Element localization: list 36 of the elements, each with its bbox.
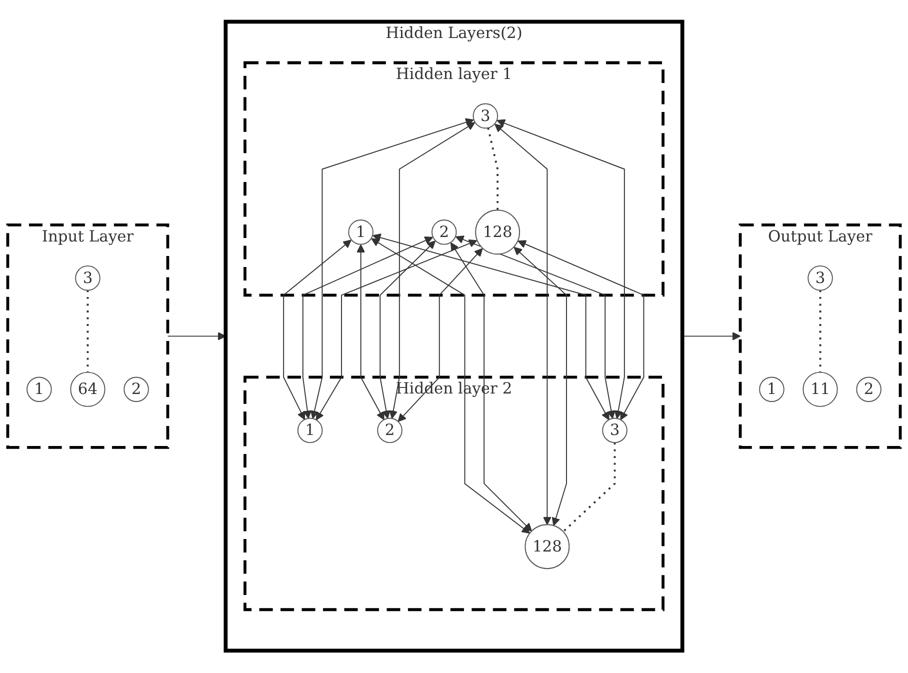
arrow — [389, 122, 476, 420]
arrow — [372, 234, 610, 420]
arrow — [371, 238, 530, 534]
node-circle: 1 — [759, 377, 784, 402]
arrow — [302, 236, 434, 420]
connector — [562, 442, 616, 533]
arrow — [518, 240, 644, 420]
arrow — [398, 248, 483, 422]
node-circle: 3 — [808, 266, 833, 292]
arrow — [316, 240, 478, 421]
arrow — [514, 247, 567, 526]
connector — [819, 290, 822, 373]
node-circle: 1 — [297, 418, 323, 444]
arrow — [494, 124, 552, 526]
node-circle: 2 — [124, 377, 149, 402]
node-circle: 1 — [26, 377, 52, 402]
node-circle: 3 — [602, 418, 628, 444]
arrow — [310, 118, 474, 420]
node-circle: 128 — [475, 210, 520, 255]
node-circle: 11 — [802, 372, 838, 408]
arrow — [496, 120, 625, 420]
arrow — [455, 236, 616, 420]
node-circle: 1 — [348, 220, 374, 246]
node-circle: 2 — [856, 377, 882, 402]
node-circle: 128 — [524, 524, 570, 570]
arrow — [356, 244, 384, 420]
arrow — [450, 242, 532, 532]
node-circle: 3 — [75, 266, 100, 292]
node-circle: 2 — [431, 220, 457, 246]
arrow — [380, 240, 436, 420]
node-circle: 64 — [70, 372, 106, 408]
connector — [487, 128, 499, 210]
arrow — [283, 240, 352, 420]
node-circle: 3 — [472, 104, 498, 129]
connector — [86, 290, 89, 373]
node-circle: 2 — [377, 418, 402, 444]
